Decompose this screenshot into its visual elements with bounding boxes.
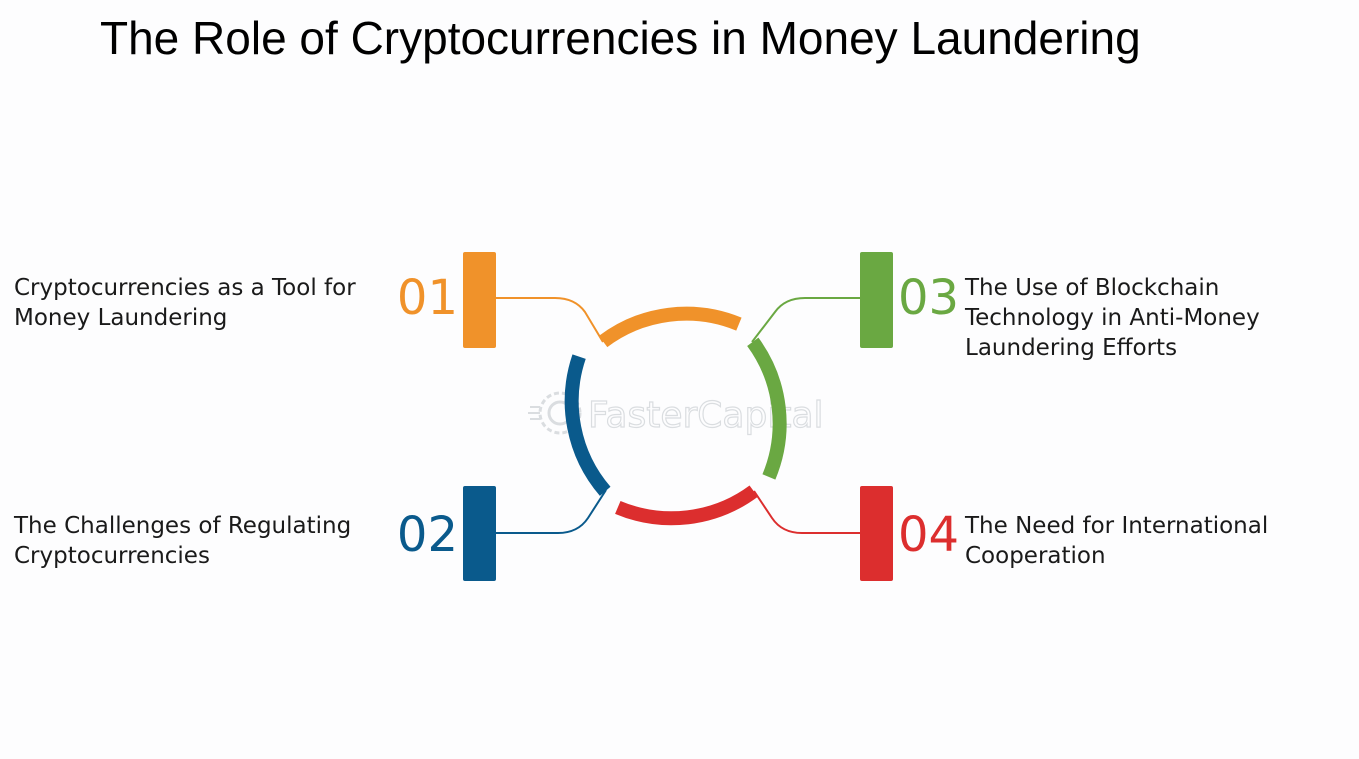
step-number-1: 01	[397, 270, 458, 326]
ring-segment-3	[747, 337, 787, 480]
step-number-4: 04	[898, 507, 959, 563]
ring-segment-4	[615, 485, 758, 526]
step-bar-2	[463, 486, 496, 581]
step-bar-4	[860, 486, 893, 581]
connector-2	[495, 489, 607, 534]
ring-segment-1	[598, 306, 742, 348]
step-label-3: The Use of Blockchain Technology in Anti…	[965, 275, 1260, 361]
watermark-text: FasterCapital	[588, 395, 824, 436]
step-label-2: The Challenges of Regulating Cryptocurre…	[14, 513, 352, 569]
ring-segment-2	[564, 354, 611, 496]
step-label-4: The Need for International Cooperation	[965, 513, 1269, 569]
connector-4	[753, 490, 862, 534]
step-bar-3	[860, 252, 893, 348]
step-number-3: 03	[898, 270, 959, 326]
page-title: The Role of Cryptocurrencies in Money La…	[100, 12, 1141, 64]
step-label-1: Cryptocurrencies as a Tool for Money Lau…	[14, 275, 356, 331]
step-number-2: 02	[397, 507, 458, 563]
connector-3	[751, 297, 862, 343]
step-bar-1	[463, 252, 496, 348]
connector-1	[495, 297, 604, 343]
